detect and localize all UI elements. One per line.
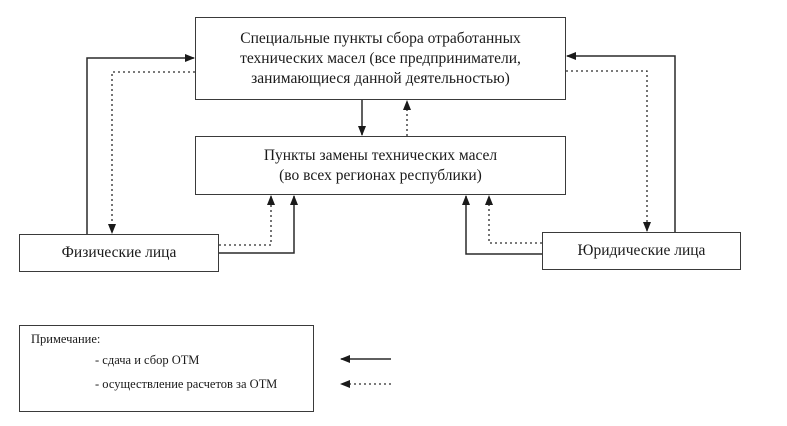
node-text-line: Пункты замены технических масел: [263, 146, 498, 164]
node-collection-points: Специальные пункты сбора отработанных те…: [195, 17, 566, 100]
legend-item-dotted: - осуществление расчетов за ОТМ: [95, 377, 278, 391]
legend-item-solid: - сдача и сбор ОТМ: [95, 353, 200, 367]
legend-title: Примечание:: [31, 332, 101, 346]
arrow-legal-to-collection: [566, 52, 676, 232]
arrow-individuals-to-replacement-solid: [219, 195, 298, 254]
node-label: Юридические лица: [577, 242, 706, 259]
node-legal-entities: Юридические лица: [542, 232, 741, 270]
arrow-collection-to-legal: [566, 70, 651, 232]
node-text-line: (во всех регионах республики): [279, 166, 482, 184]
node-text-line: технических масел (все предприниматели,: [240, 49, 521, 67]
legend-box: Примечание: - сдача и сбор ОТМ - осущест…: [19, 325, 314, 412]
node-text-line: занимающиеся данной деятельностью): [251, 69, 510, 87]
node-replacement-points: Пункты замены технических масел (во всех…: [195, 136, 566, 195]
arrow-legal-to-replacement-dotted: [485, 195, 542, 244]
node-text-line: Специальные пункты сбора отработанных: [240, 29, 521, 47]
arrow-individuals-to-replacement-dotted: [219, 195, 275, 246]
node-individuals: Физические лица: [19, 234, 219, 272]
arrow-legal-to-replacement-solid: [462, 195, 542, 255]
node-label: Физические лица: [61, 244, 177, 261]
arrow-individuals-to-collection: [86, 54, 195, 234]
arrow-collection-to-individuals: [108, 71, 195, 234]
